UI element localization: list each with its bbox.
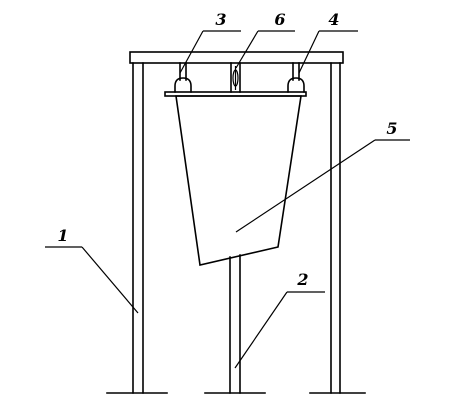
label-part-2: 2 [296, 270, 308, 289]
right-hook [287, 62, 305, 93]
label-part-6: 6 [274, 10, 285, 29]
left-frame-leg [106, 62, 168, 394]
hanging-bag [175, 95, 302, 266]
top-crossbeam [129, 51, 344, 64]
label-part-1: 1 [57, 226, 68, 245]
label-part-3: 3 [215, 10, 226, 29]
center-connector [230, 62, 241, 93]
label-part-5: 5 [386, 119, 397, 138]
left-hook [174, 62, 192, 93]
label-part-4: 4 [328, 10, 339, 29]
leader-lines [45, 30, 410, 369]
right-frame-leg [309, 62, 366, 394]
center-post [204, 254, 266, 394]
